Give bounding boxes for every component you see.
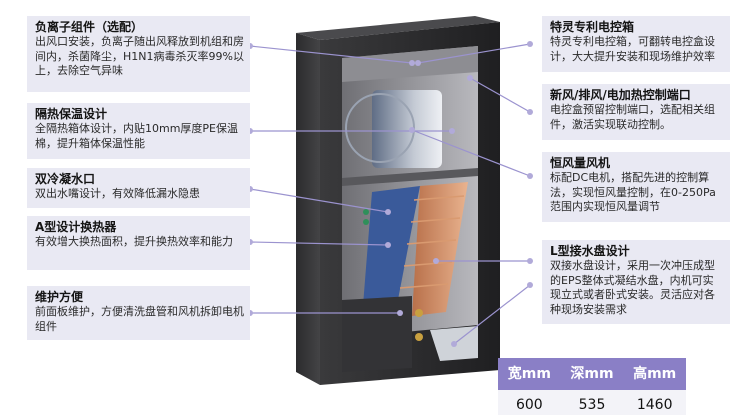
- value-width: 600: [515, 397, 543, 413]
- feature-title: 新风/排风/电加热控制端口: [550, 88, 691, 102]
- feature-card-insulation: 隔热保温设计 全隔热箱体设计，内贴10mm厚度PE保温棉，提升箱体保温性能: [27, 103, 250, 159]
- value-height: 1460: [636, 397, 673, 413]
- feature-description: 全隔热箱体设计，内贴10mm厚度PE保温棉，提升箱体保温性能: [35, 122, 239, 150]
- feature-title: 维护方便: [35, 290, 84, 304]
- value-depth: 535: [578, 397, 606, 413]
- feature-card-drain-pan: L型接水盘设计 双接水盘设计，采用一次冲压成型的EPS整体式凝结水盘，内机可实现…: [542, 240, 730, 324]
- feature-title: 特灵专利电控箱: [550, 20, 635, 34]
- fan-housing: [372, 90, 442, 168]
- header-width: 宽mm: [507, 366, 551, 382]
- bottom-front-panel: [342, 296, 412, 372]
- partition-plate: [342, 168, 478, 186]
- feature-title: L型接水盘设计: [550, 244, 630, 258]
- feature-card-control-ports: 新风/排风/电加热控制端口 电控盒预留控制端口，选配相关组件，激活实现联动控制。: [542, 84, 730, 140]
- feature-description: 标配DC电机，搭配先进的控制算法，实现恒风量控制，在0-250Pa范围内实现恒风…: [550, 171, 716, 213]
- feature-description: 双出水嘴设计，有效降低漏水隐患: [35, 187, 200, 200]
- feature-title: 隔热保温设计: [35, 107, 108, 121]
- feature-description: 出风口安装，负离子随出风释放到机组和房间内，杀菌降尘，H1N1病毒杀灭率99%以…: [35, 35, 244, 77]
- feature-title: 双冷凝水口: [35, 172, 96, 186]
- pipe-fitting-lower: [415, 333, 423, 341]
- feature-card-drain: 双冷凝水口 双出水嘴设计，有效降低漏水隐患: [27, 168, 250, 208]
- drain-outlet-upper: [363, 209, 369, 215]
- feature-card-anion: 负离子组件（选配） 出风口安装，负离子随出风释放到机组和房间内，杀菌降尘，H1N…: [27, 16, 250, 92]
- cabinet-top: [296, 16, 500, 40]
- feature-title: 恒风量风机: [550, 156, 611, 170]
- feature-title: 负离子组件（选配）: [35, 20, 144, 34]
- feature-description: 特灵专利电控箱，可翻转电控盒设计，大大提升安装和现场维护效率: [550, 35, 715, 63]
- header-depth: 深mm: [570, 366, 614, 382]
- coil-left: [362, 186, 420, 318]
- connector-lines: [249, 43, 531, 345]
- feature-title: A型设计换热器: [35, 220, 117, 234]
- dimensions-header-row: 宽mm 深mm 高mm: [498, 358, 686, 390]
- feature-card-fan: 恒风量风机 标配DC电机，搭配先进的控制算法，实现恒风量控制，在0-250Pa范…: [542, 152, 730, 222]
- pipe-fitting-upper: [415, 309, 423, 317]
- feature-card-coil: A型设计换热器 有效增大换热面积，提升换热效率和能力: [27, 216, 250, 270]
- feature-description: 电控盒预留控制端口，选配相关组件，激活实现联动控制。: [550, 103, 715, 131]
- dimensions-value-row: 600 535 1460: [498, 390, 686, 415]
- feature-card-maintenance: 维护方便 前面板维护，方便清洗盘管和风机拆卸电机组件: [27, 286, 250, 340]
- coil-right: [412, 182, 468, 316]
- header-height: 高mm: [633, 366, 677, 382]
- coil-tubes: [399, 195, 465, 289]
- feature-description: 有效增大换热面积，提升换热效率和能力: [35, 235, 233, 248]
- feature-card-control-box: 特灵专利电控箱 特灵专利电控箱，可翻转电控盒设计，大大提升安装和现场维护效率: [542, 16, 730, 72]
- dimensions-table: 宽mm 深mm 高mm 600 535 1460: [498, 358, 686, 415]
- cabinet-side-panel: [296, 33, 320, 385]
- feature-description: 前面板维护，方便清洗盘管和风机拆卸电机组件: [35, 305, 244, 333]
- feature-description: 双接水盘设计，采用一次冲压成型的EPS整体式凝结水盘，内机可实现立式或者卧式安装…: [550, 259, 715, 316]
- drain-outlet-lower: [363, 219, 369, 225]
